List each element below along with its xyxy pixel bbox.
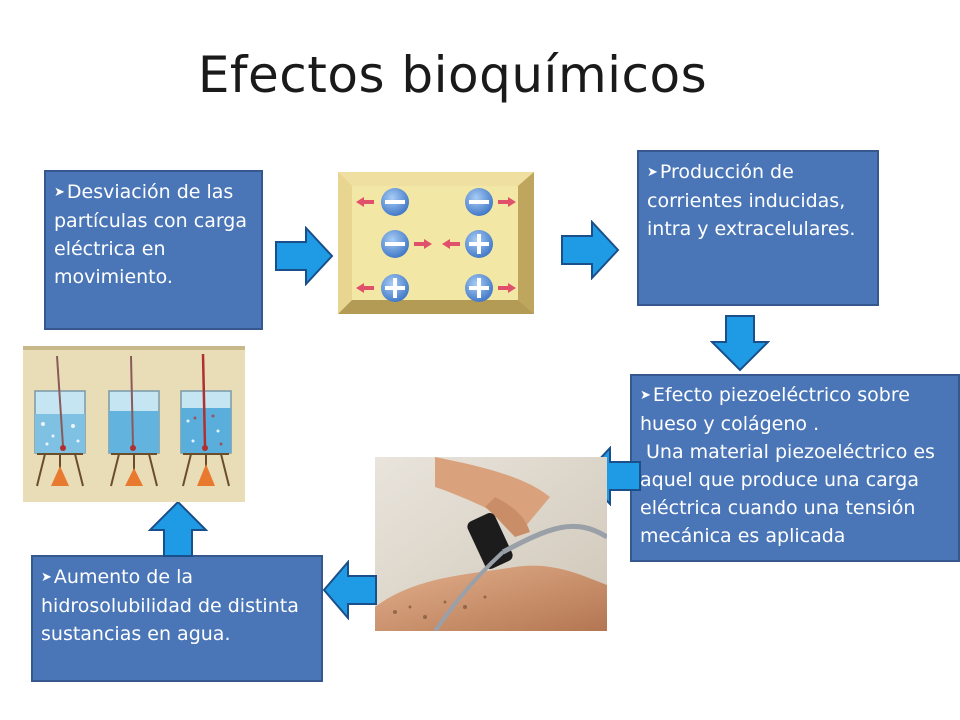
box-aumento: ➤Aumento de la hidrosolubilidad de disti… — [31, 555, 323, 682]
box-desviacion: ➤Desviación de las partículas con carga … — [44, 170, 263, 330]
flow-arrow-icon — [710, 315, 770, 372]
box-desviacion-text: Desviación de las partículas con carga e… — [54, 181, 248, 288]
flow-arrow-icon — [148, 500, 208, 557]
box-aumento-text: Aumento de la hidrosolubilidad de distin… — [41, 566, 299, 645]
ultrasound-therapy-photo — [375, 457, 607, 631]
box-piezoelectrico: ➤Efecto piezoeléctrico sobre hueso y col… — [630, 374, 960, 562]
beakers-illustration — [23, 346, 245, 502]
flow-arrow-icon — [561, 220, 620, 280]
bullet-arrow-icon: ➤ — [41, 570, 52, 585]
charged-particles-illustration — [338, 172, 534, 314]
bullet-arrow-icon: ➤ — [647, 165, 658, 180]
flow-arrow-icon — [275, 226, 334, 286]
flow-arrow-icon — [322, 560, 377, 620]
piezo-title: Efecto piezoeléctrico sobre hueso y colá… — [640, 384, 910, 435]
bullet-arrow-icon: ➤ — [640, 388, 651, 403]
bullet-arrow-icon: ➤ — [54, 185, 65, 200]
page-title: Efectos bioquímicos — [197, 46, 708, 104]
box-produccion: ➤Producción de corrientes inducidas, int… — [637, 150, 879, 306]
box-produccion-text: Producción de corrientes inducidas, intr… — [647, 161, 856, 240]
piezo-body: Una material piezoeléctrico es aquel que… — [640, 441, 935, 547]
